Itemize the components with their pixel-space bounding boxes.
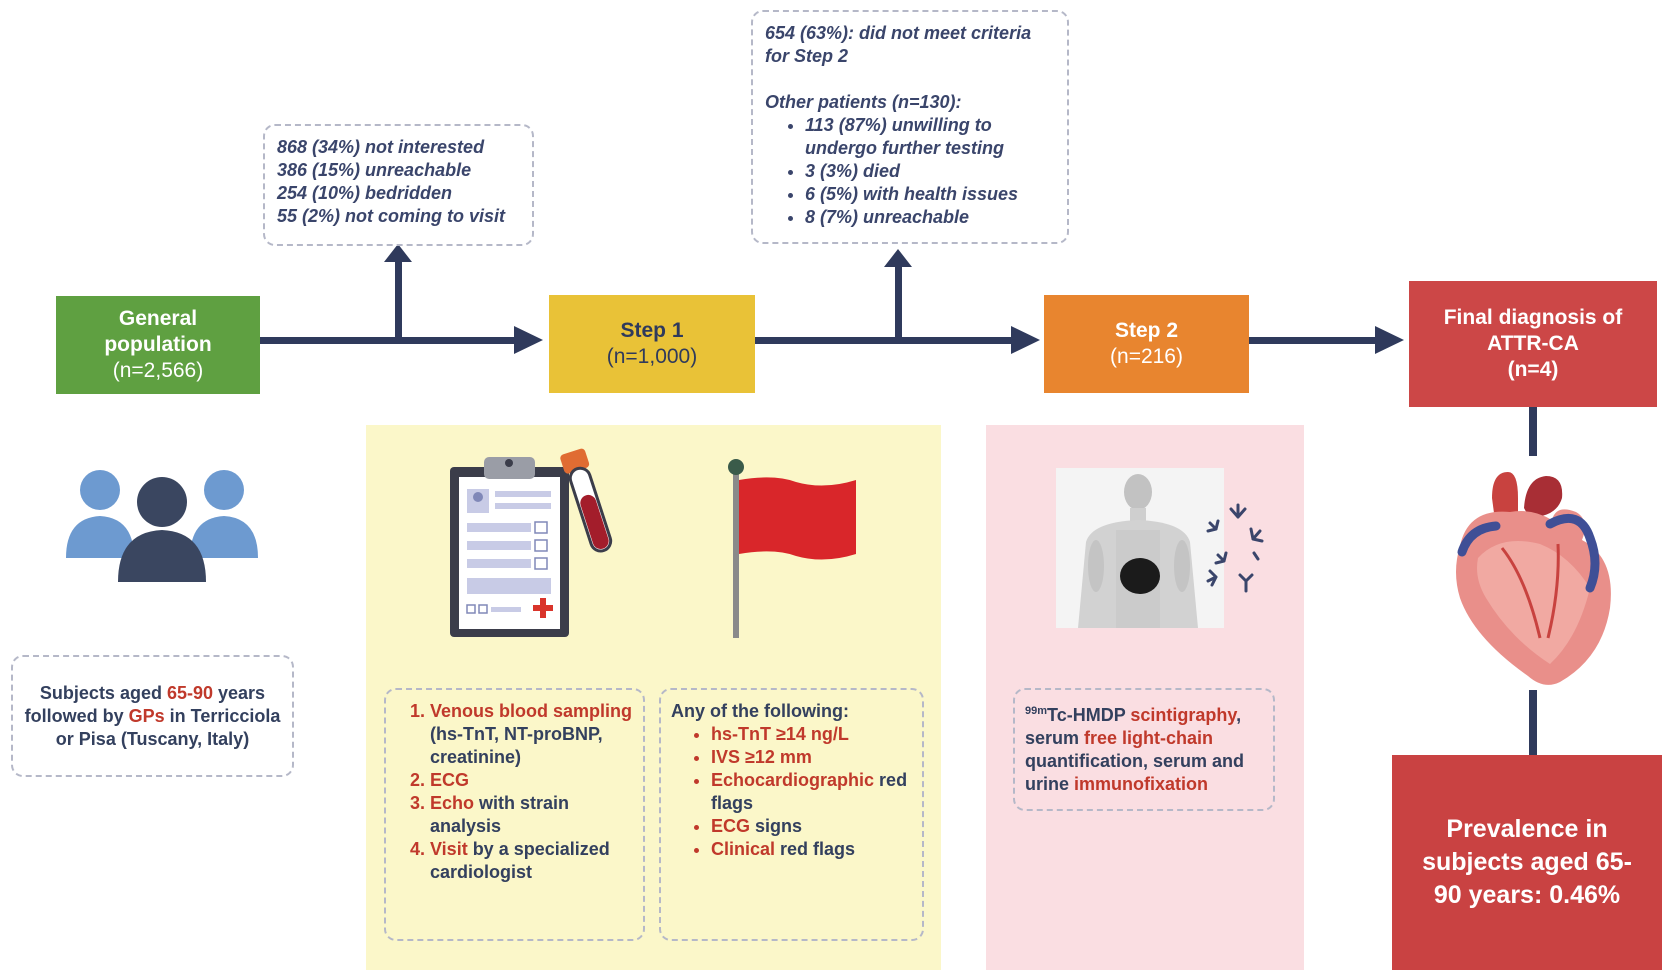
list-item: 113 (87%) unwilling to undergo further t… bbox=[805, 114, 1055, 160]
red-flags-heading: Any of the following: bbox=[671, 701, 849, 721]
step2-tests-box: 99mTc-HMDP scintigraphy, serum free ligh… bbox=[1013, 688, 1275, 811]
list-item: Echo with strain analysis bbox=[430, 792, 635, 838]
subjects-description: Subjects aged 65-90 years followed by GP… bbox=[24, 682, 281, 749]
list-item: IVS ≥12 mm bbox=[711, 746, 912, 769]
prevalence-text: Prevalence in subjects aged 65-90 years:… bbox=[1422, 815, 1632, 909]
list-item: 3 (3%) died bbox=[805, 160, 1055, 183]
antibody-icon bbox=[1206, 503, 1264, 593]
list-item: 8 (7%) unreachable bbox=[805, 206, 1055, 229]
exclusion-line: 386 (15%) unreachable bbox=[277, 160, 472, 180]
step1-tests-list: Venous blood sampling (hs-TnT, NT-proBNP… bbox=[394, 700, 635, 884]
list-item: ECG signs bbox=[711, 815, 912, 838]
step2-count: (n=216) bbox=[1110, 345, 1183, 368]
people-icon bbox=[66, 470, 258, 582]
prevalence-box: Prevalence in subjects aged 65-90 years:… bbox=[1392, 755, 1662, 970]
step1-title: Step 1 bbox=[620, 319, 684, 342]
list-item: 6 (5%) with health issues bbox=[805, 183, 1055, 206]
final-diagnosis-count: (n=4) bbox=[1507, 358, 1559, 381]
red-flags-list: hs-TnT ≥14 ng/L IVS ≥12 mm Echocardiogra… bbox=[671, 723, 912, 861]
age-range: 65-90 bbox=[166, 682, 214, 703]
list-item: Venous blood sampling (hs-TnT, NT-proBNP… bbox=[430, 700, 635, 769]
exclusion-note-2: 654 (63%): did not meet criteria for Ste… bbox=[751, 10, 1069, 244]
scintigraphy-image bbox=[1056, 468, 1224, 628]
general-population-title: General population bbox=[104, 307, 212, 356]
list-item: ECG bbox=[430, 769, 635, 792]
blood-tube-icon bbox=[560, 448, 613, 553]
final-diagnosis-title: Final diagnosis of ATTR-CA bbox=[1443, 306, 1623, 355]
step2-box: Step 2 (n=216) bbox=[1044, 295, 1249, 393]
general-population-box: General population (n=2,566) bbox=[56, 296, 260, 394]
heart-icon bbox=[1456, 472, 1611, 685]
final-diagnosis-box: Final diagnosis of ATTR-CA (n=4) bbox=[1409, 281, 1657, 407]
general-population-count: (n=2,566) bbox=[112, 359, 204, 382]
subjects-box: Subjects aged 65-90 years followed by GP… bbox=[11, 655, 294, 777]
step1-count: (n=1,000) bbox=[606, 345, 698, 368]
list-item: Clinical red flags bbox=[711, 838, 912, 861]
list-item: Visit by a specialized cardiologist bbox=[430, 838, 635, 884]
exclusion-line: 254 (10%) bedridden bbox=[277, 183, 453, 203]
exclusion-line: 868 (34%) not interested bbox=[277, 137, 485, 157]
exclusion-note-1: 868 (34%) not interested 386 (15%) unrea… bbox=[263, 124, 534, 246]
exclusion-line: 55 (2%) not coming to visit bbox=[277, 206, 506, 226]
list-item: Echocardiographic red flags bbox=[711, 769, 912, 815]
criteria-not-met: 654 (63%): did not meet criteria for Ste… bbox=[765, 23, 1032, 66]
gps-label: GPs bbox=[128, 705, 165, 726]
clipboard-icon bbox=[450, 457, 569, 637]
other-patients-list: 113 (87%) unwilling to undergo further t… bbox=[765, 114, 1055, 229]
red-flag-icon bbox=[728, 459, 856, 638]
list-item: hs-TnT ≥14 ng/L bbox=[711, 723, 912, 746]
step1-tests-box: Venous blood sampling (hs-TnT, NT-proBNP… bbox=[384, 688, 645, 941]
step1-box: Step 1 (n=1,000) bbox=[549, 295, 755, 393]
step2-tests-text: 99mTc-HMDP scintigraphy, serum free ligh… bbox=[1025, 705, 1245, 794]
step2-title: Step 2 bbox=[1114, 319, 1179, 342]
other-patients-heading: Other patients (n=130): bbox=[765, 92, 962, 112]
red-flags-box: Any of the following: hs-TnT ≥14 ng/L IV… bbox=[659, 688, 924, 941]
